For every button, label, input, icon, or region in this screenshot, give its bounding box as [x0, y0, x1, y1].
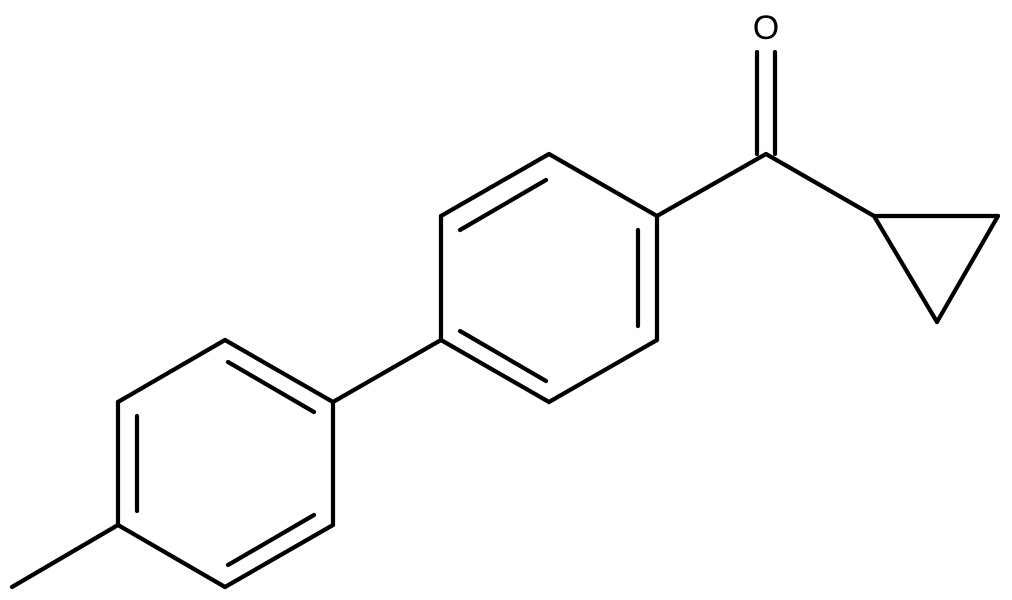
phenyl-ring-bond-6 — [438, 337, 552, 405]
phenyl-ring-bond-5 — [546, 337, 660, 405]
phenyl-inner-double-bond-3 — [457, 328, 549, 384]
tolyl-inner-double-bond-3 — [225, 512, 317, 568]
tolyl-ring-bond-5 — [222, 522, 336, 590]
tolyl-inner-double-bond-2 — [225, 359, 317, 415]
aryl-carbonyl-bond — [654, 151, 769, 219]
carbonyl-cyclopropyl-bond — [763, 151, 877, 219]
cyclopropyl-bond-2 — [934, 213, 1001, 325]
methyl-bond — [9, 522, 121, 590]
phenyl-ring-bond-3 — [546, 151, 660, 219]
oxygen-label-mask — [748, 10, 784, 50]
phenyl-ring-bond-2 — [438, 151, 552, 219]
tolyl-ring-bond-6 — [115, 522, 228, 590]
phenyl-inner-double-bond-1 — [457, 177, 549, 233]
oxygen-label: O — [753, 9, 779, 47]
tolyl-ring-bond-2 — [115, 337, 228, 405]
tolyl-ring-bond-3 — [222, 337, 336, 405]
cyclopropyl-bond-3 — [871, 213, 940, 325]
biaryl-bond — [330, 337, 444, 405]
